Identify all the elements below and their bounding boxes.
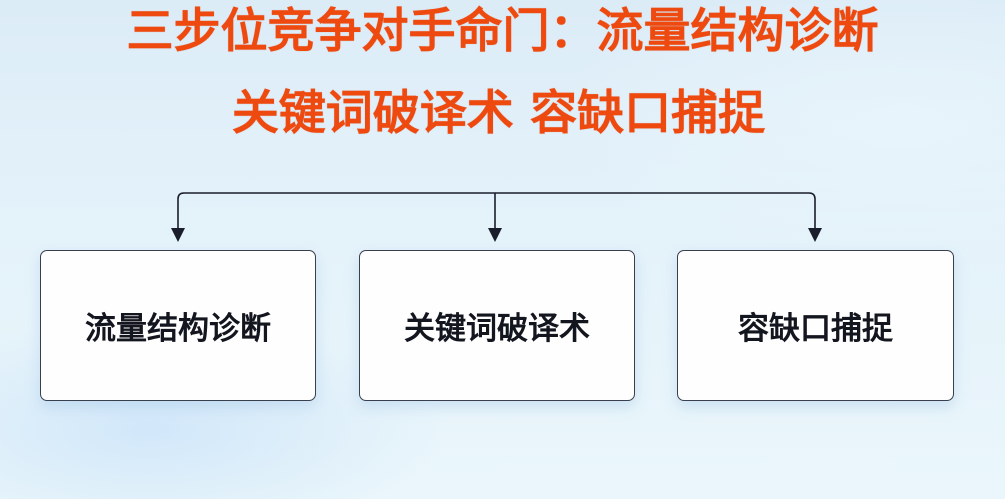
title-line-2: 关键词破译术 容缺口捕捉: [231, 86, 766, 141]
step-box-gap-capture: 容缺口捕捉: [677, 250, 954, 401]
step-box-traffic-structure: 流量结构诊断: [40, 250, 316, 401]
step-label: 容缺口捕捉: [738, 311, 893, 347]
step-label: 关键词破译术: [404, 311, 590, 347]
step-box-keyword-decoding: 关键词破译术: [359, 250, 635, 401]
arrow-down-icon-1: [171, 228, 185, 242]
step-label: 流量结构诊断: [85, 311, 271, 347]
arrow-down-icon-3: [808, 228, 822, 242]
arrowhead-icons: [171, 228, 822, 242]
connector-lines: [177, 192, 816, 234]
arrow-down-icon-2: [488, 228, 502, 242]
title-line-1: 三步位竞争对手命门：流量结构诊断: [126, 4, 879, 59]
